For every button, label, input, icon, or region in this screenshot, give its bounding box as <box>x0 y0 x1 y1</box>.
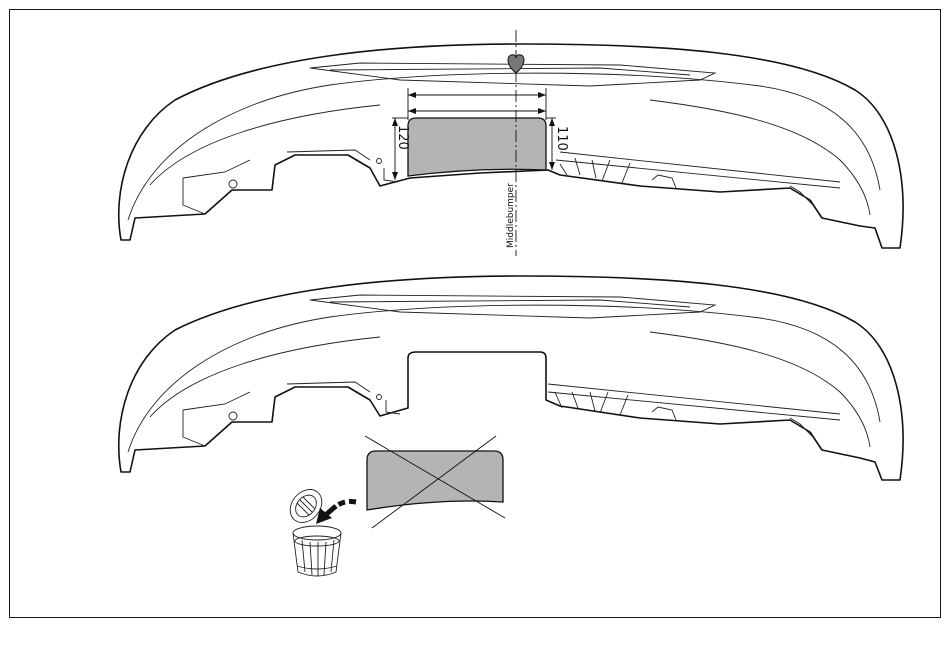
heart-marker-icon <box>508 55 524 73</box>
discarded-piece <box>365 436 505 528</box>
dimension-left-label: 120 <box>395 125 410 150</box>
bumper-bottom <box>119 276 903 480</box>
cutout-area <box>408 118 546 176</box>
centerline-label: Middlebumper <box>506 183 516 248</box>
bumper-top: 120 110 Middlebumper <box>119 30 903 256</box>
trash-can-icon <box>284 483 341 576</box>
dimension-right-label: 110 <box>554 126 569 151</box>
